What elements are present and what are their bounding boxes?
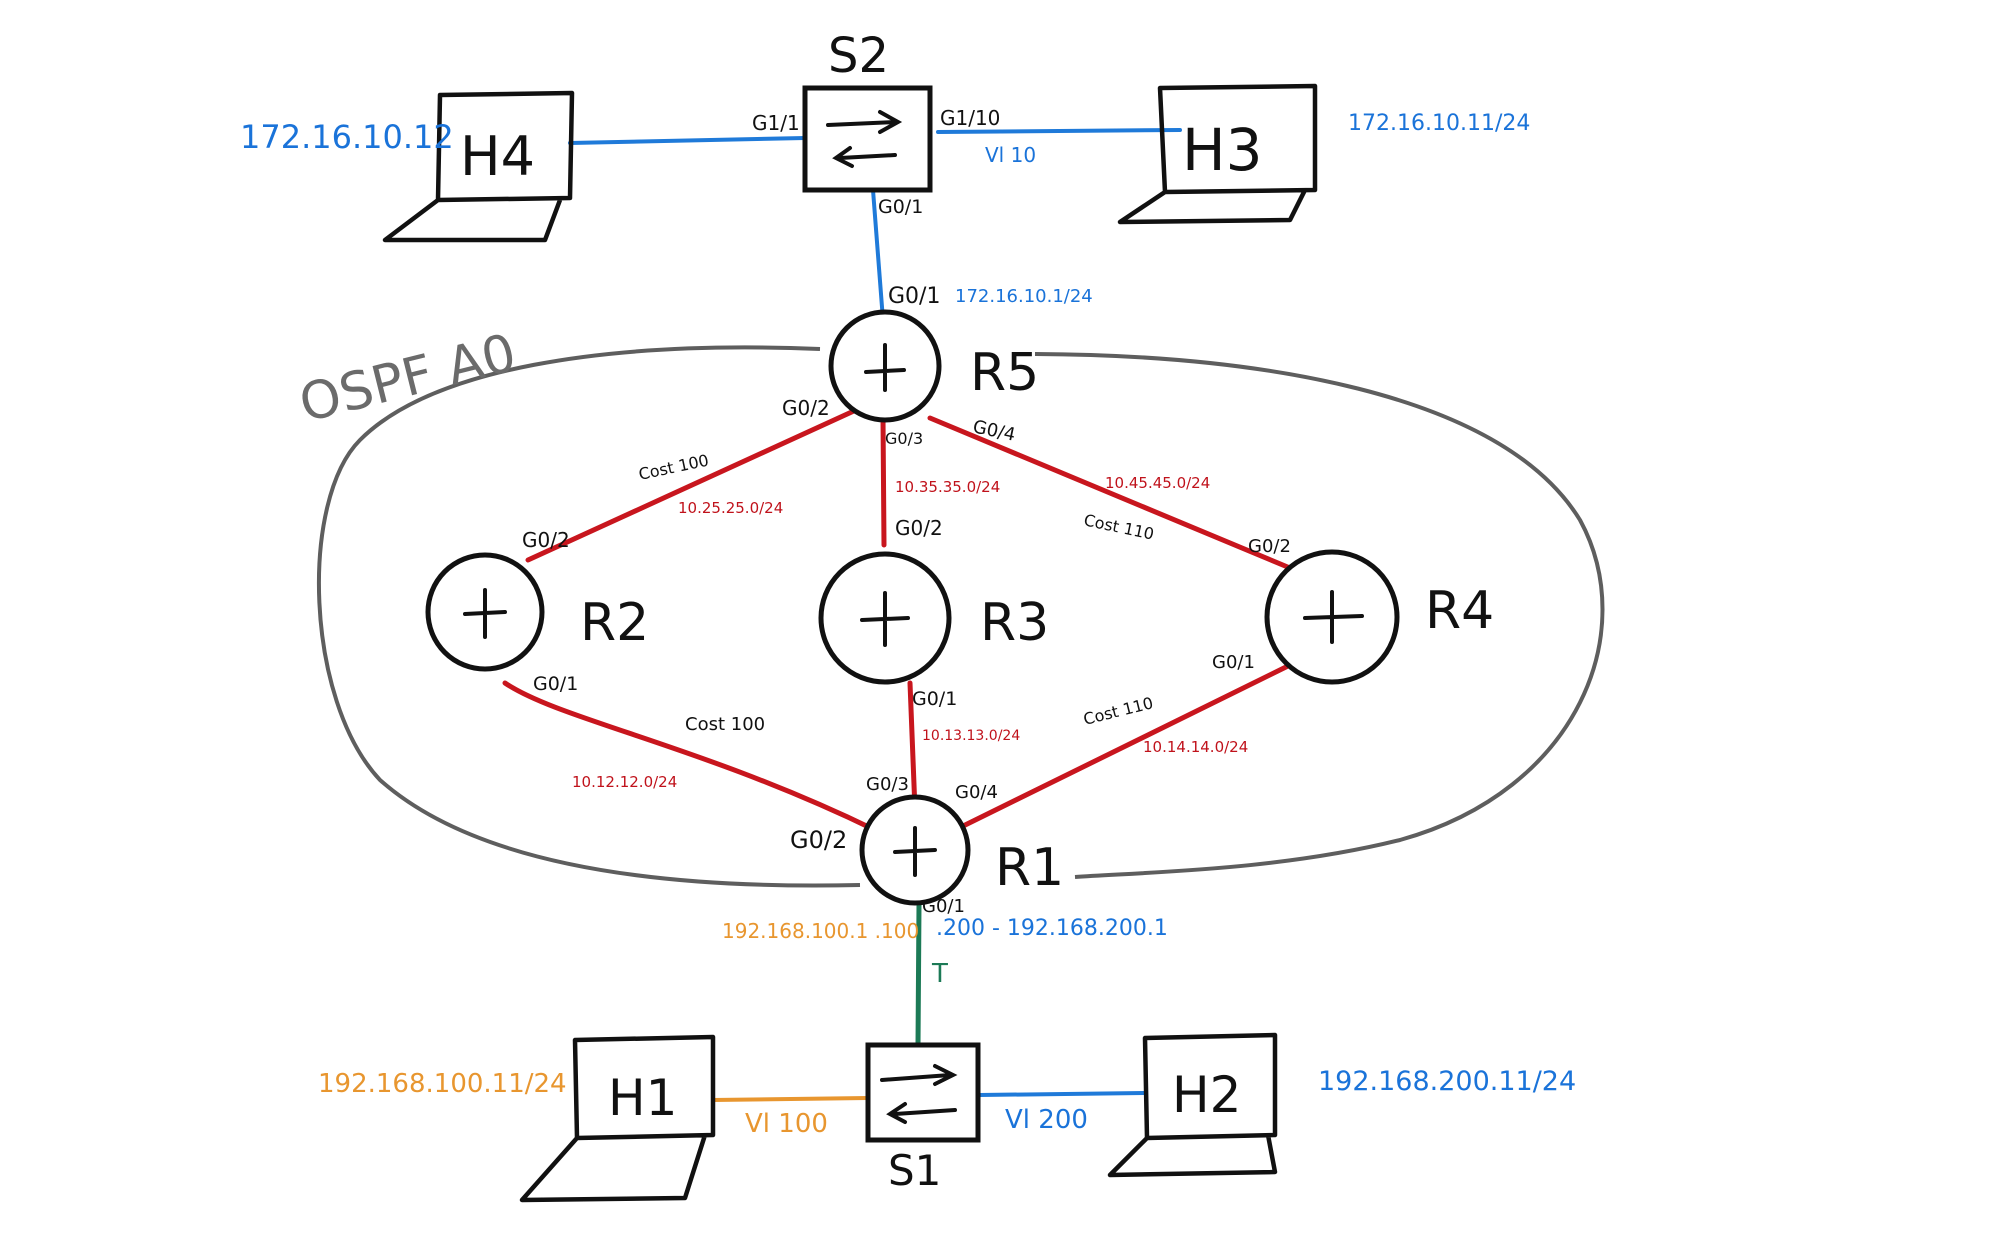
- vlan-200-label: Vl 200: [1005, 1105, 1088, 1135]
- r2-r1-cost: Cost 100: [685, 714, 765, 735]
- r5-r4-cost: Cost 110: [1082, 510, 1156, 543]
- router-cross-icon: [860, 591, 910, 647]
- host-h2-label: H2: [1172, 1066, 1241, 1124]
- laptop-h3[interactable]: [1117, 83, 1318, 225]
- h2-ip: 192.168.200.11/24: [1318, 1066, 1576, 1097]
- ospf-area-boundary: [316, 345, 861, 888]
- laptop-h2[interactable]: [1107, 1032, 1278, 1178]
- link-r5-r2[interactable]: [525, 407, 859, 563]
- r2-g01: G0/1: [533, 673, 578, 695]
- trunk-label: T: [931, 959, 948, 989]
- h3-ip: 172.16.10.11/24: [1348, 111, 1530, 136]
- h4-ip: 172.16.10.12: [240, 118, 454, 156]
- vlan-100-label: Vl 100: [745, 1109, 828, 1139]
- link-r2-r1[interactable]: [502, 680, 878, 833]
- r5-r4-subnet: 10.45.45.0/24: [1105, 474, 1210, 492]
- router-r2-label: R2: [580, 593, 649, 653]
- switch-arrows-icon: [826, 110, 903, 168]
- r5-g01-ip: 172.16.10.1/24: [955, 286, 1093, 307]
- link-r5-r4[interactable]: [927, 415, 1293, 571]
- s2-port-h3: G1/10: [940, 106, 1000, 130]
- r5-g04: G0/4: [971, 416, 1017, 445]
- router-r4-label: R4: [1425, 581, 1494, 641]
- laptop-h4[interactable]: [382, 90, 575, 243]
- host-h4-label: H4: [460, 125, 535, 188]
- link-s2-r5: [871, 188, 885, 322]
- r3-g02: G0/2: [895, 516, 943, 540]
- r4-r1-subnet: 10.14.14.0/24: [1143, 738, 1248, 756]
- link-r5-r3[interactable]: [880, 415, 887, 548]
- router-cross-icon: [1303, 590, 1364, 644]
- r1-g02: G0/2: [790, 826, 847, 854]
- host-h3-label: H3: [1182, 116, 1263, 184]
- r1-subif-200: .200 - 192.168.200.1: [936, 916, 1168, 941]
- r1-g03: G0/3: [866, 774, 909, 795]
- router-cross-icon: [864, 343, 906, 392]
- r1-g01: G0/1: [922, 896, 965, 917]
- r3-g01: G0/1: [912, 688, 957, 710]
- link-r4-r1[interactable]: [952, 662, 1293, 833]
- ospf-area-label: OSPF A0: [294, 323, 522, 435]
- router-cross-icon: [463, 588, 507, 639]
- router-r2[interactable]: [425, 552, 545, 672]
- router-r4[interactable]: [1264, 549, 1400, 685]
- r1-subif-100: 192.168.100.1 .100: [722, 919, 919, 943]
- r3-r1-subnet: 10.13.13.0/24: [922, 728, 1020, 744]
- switch-s1[interactable]: [865, 1042, 981, 1143]
- s2-port-r5: G0/1: [878, 196, 923, 218]
- r5-r2-subnet: 10.25.25.0/24: [678, 499, 783, 517]
- r1-g04: G0/4: [955, 782, 998, 803]
- router-cross-icon: [893, 826, 937, 877]
- link-h1-s1: [711, 1096, 870, 1102]
- switch-s1-label: S1: [888, 1146, 941, 1195]
- ospf-area-boundary-right: [1034, 352, 1605, 879]
- link-s1-h2: [978, 1091, 1147, 1097]
- r2-g02: G0/2: [522, 528, 570, 552]
- host-h1-label: H1: [608, 1069, 677, 1127]
- r4-g02: G0/2: [1248, 536, 1291, 557]
- link-r3-r1[interactable]: [907, 680, 918, 813]
- link-r1-s1-trunk[interactable]: [915, 902, 922, 1048]
- link-s2-h3: [936, 128, 1182, 134]
- r4-g01: G0/1: [1212, 652, 1255, 673]
- r4-r1-cost: Cost 110: [1081, 693, 1155, 729]
- router-r5[interactable]: [828, 309, 942, 423]
- r2-r1-subnet: 10.12.12.0/24: [572, 773, 677, 791]
- r5-g02: G0/2: [782, 396, 830, 420]
- switch-arrows-icon: [880, 1064, 958, 1124]
- r5-g01: G0/1: [888, 284, 940, 309]
- s2-port-h4: G1/1: [752, 111, 800, 135]
- switch-s2[interactable]: [802, 85, 933, 193]
- vlan-10-label: Vl 10: [985, 143, 1036, 167]
- router-r3-label: R3: [980, 593, 1049, 653]
- r5-g03: G0/3: [885, 429, 923, 448]
- r5-r3-subnet: 10.35.35.0/24: [895, 478, 1000, 496]
- link-h4-s2: [568, 136, 807, 145]
- router-r1[interactable]: [859, 794, 971, 906]
- router-r5-label: R5: [970, 343, 1039, 403]
- h1-ip: 192.168.100.11/24: [318, 1069, 567, 1099]
- router-r1-label: R1: [995, 838, 1064, 898]
- laptop-h1[interactable]: [519, 1034, 716, 1203]
- switch-s2-label: S2: [828, 28, 889, 84]
- router-r3[interactable]: [818, 551, 952, 685]
